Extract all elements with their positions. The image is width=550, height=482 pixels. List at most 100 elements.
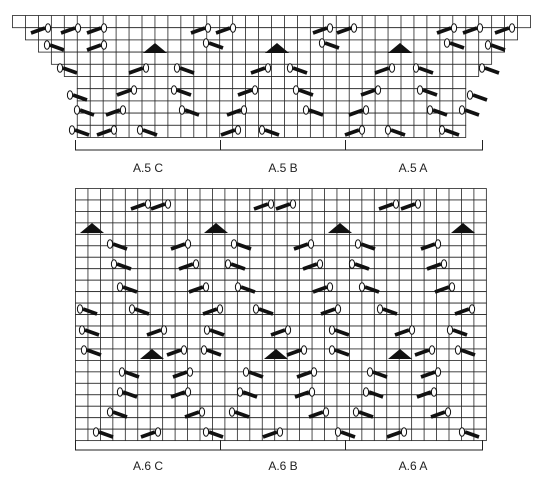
cable-cross-icon: [166, 345, 188, 357]
cable-cross-icon: [253, 199, 275, 211]
cable-cross-icon: [358, 282, 380, 294]
cable-cross-icon: [328, 345, 350, 357]
decrease-triangle-icon: [388, 43, 412, 53]
cable-cross-icon: [258, 125, 280, 137]
cable-cross-icon: [110, 259, 132, 271]
cable-cross-icon: [92, 427, 114, 439]
cable-cross-icon: [312, 282, 334, 294]
cable-cross-icon: [328, 325, 350, 337]
cable-cross-icon: [312, 23, 334, 35]
cable-cross-icon: [494, 23, 516, 35]
cable-cross-icon: [366, 367, 388, 379]
chart-a5: [12, 15, 531, 138]
cable-cross-icon: [292, 85, 314, 97]
decrease-triangle-icon: [265, 43, 289, 53]
cable-cross-icon: [434, 282, 456, 294]
cable-cross-icon: [296, 367, 318, 379]
cable-cross-icon: [202, 38, 224, 50]
cable-cross-icon: [462, 23, 484, 35]
cable-cross-icon: [250, 63, 272, 75]
grid: [12, 15, 531, 138]
cable-cross-icon: [443, 38, 465, 50]
cable-cross-icon: [414, 345, 436, 357]
cable-cross-icon: [116, 282, 138, 294]
cable-cross-icon: [318, 38, 340, 50]
cable-cross-icon: [203, 325, 225, 337]
cable-cross-icon: [302, 105, 324, 117]
cable-cross-icon: [234, 282, 256, 294]
cable-cross-icon: [178, 105, 200, 117]
cable-cross-icon: [86, 23, 108, 35]
decrease-triangle-icon: [204, 223, 228, 233]
cable-cross-icon: [458, 105, 480, 117]
cable-cross-icon: [362, 387, 384, 399]
cable-cross-icon: [376, 304, 398, 316]
cable-cross-icon: [128, 304, 150, 316]
cable-cross-icon: [394, 325, 416, 337]
decrease-triangle-icon: [140, 349, 164, 359]
cable-cross-icon: [116, 85, 138, 97]
cable-cross-icon: [188, 282, 210, 294]
cable-cross-icon: [86, 40, 108, 52]
cable-cross-icon: [286, 345, 308, 357]
cable-cross-icon: [354, 239, 376, 251]
cable-cross-icon: [128, 63, 150, 75]
cable-cross-icon: [426, 259, 448, 271]
cable-cross-icon: [262, 427, 284, 439]
cable-cross-icon: [320, 304, 342, 316]
cable-cross-icon: [252, 304, 274, 316]
cable-cross-icon: [170, 239, 192, 251]
cable-cross-icon: [130, 199, 152, 211]
cable-cross-icon: [66, 90, 88, 102]
chart-a6-brackets: [75, 440, 483, 451]
cable-cross-icon: [412, 63, 434, 75]
cable-cross-icon: [68, 125, 90, 137]
cable-cross-icon: [420, 239, 442, 251]
decrease-triangle-icon: [451, 223, 475, 233]
cable-cross-icon: [78, 325, 100, 337]
decrease-triangle-icon: [388, 349, 412, 359]
cable-cross-icon: [200, 345, 222, 357]
chart-a5-brackets: [75, 140, 483, 151]
decrease-triangle-icon: [143, 43, 167, 53]
cable-cross-icon: [73, 105, 95, 117]
chart-a5-label-c: A.5 C: [133, 161, 163, 175]
cable-cross-icon: [430, 407, 452, 419]
cable-cross-icon: [438, 125, 460, 137]
cable-cross-icon: [484, 40, 506, 52]
cable-cross-icon: [360, 85, 382, 97]
cable-cross-icon: [220, 125, 242, 137]
cable-cross-icon: [466, 90, 488, 102]
decrease-triangle-icon: [328, 223, 352, 233]
grid: [75, 188, 487, 442]
cable-cross-icon: [446, 325, 468, 337]
cable-cross-icon: [140, 427, 162, 439]
cable-cross-icon: [302, 259, 324, 271]
cable-cross-icon: [454, 345, 476, 357]
cable-cross-icon: [242, 367, 264, 379]
cable-cross-icon: [80, 345, 102, 357]
chart-a6-label-c: A.6 C: [133, 459, 163, 473]
cable-cross-icon: [426, 105, 448, 117]
cable-cross-icon: [352, 407, 374, 419]
cable-cross-icon: [106, 239, 128, 251]
cable-cross-icon: [384, 125, 406, 137]
cable-cross-icon: [146, 325, 168, 337]
cable-cross-icon: [400, 199, 422, 211]
cable-cross-icon: [56, 63, 78, 75]
cable-cross-icon: [478, 63, 500, 75]
cable-cross-icon: [374, 63, 396, 75]
chart-a5-label-b: A.5 B: [268, 161, 297, 175]
cable-cross-icon: [228, 407, 250, 419]
cable-cross-icon: [348, 259, 370, 271]
cable-cross-icon: [416, 387, 438, 399]
cable-cross-icon: [150, 199, 172, 211]
cable-cross-icon: [202, 427, 224, 439]
cable-cross-icon: [170, 387, 192, 399]
cable-cross-icon: [184, 407, 206, 419]
cable-cross-icon: [348, 105, 370, 117]
cable-cross-icon: [458, 427, 480, 439]
cable-cross-icon: [106, 407, 128, 419]
chart-a6-label-a: A.6 A: [399, 459, 428, 473]
